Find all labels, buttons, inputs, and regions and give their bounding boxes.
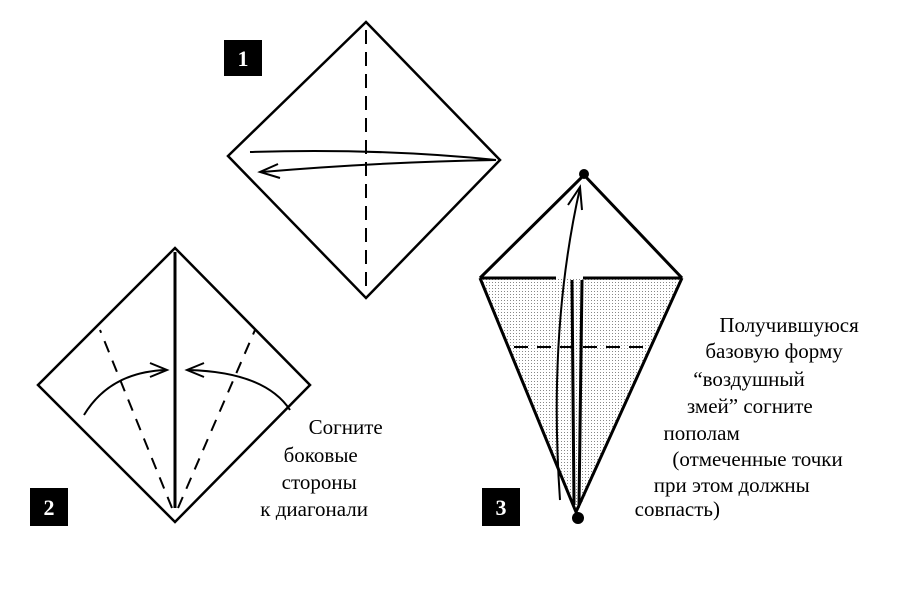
step-3-number: 3 [496, 495, 507, 520]
square-sheet [36, 246, 312, 524]
flap-inner-edge-right [577, 279, 584, 506]
arrow-head-icon [149, 362, 170, 378]
left-fold-arrow [83, 369, 167, 416]
step-2-badge [30, 488, 68, 526]
left-fold-line [99, 329, 173, 509]
step-3: 3 Получившуюся базовую форму “воздушный … [478, 169, 864, 526]
step-2-caption: Согните боковые стороны к диагонали [260, 415, 388, 521]
step-2: 2 Согните боковые стороны к диагонали [30, 246, 388, 526]
fold-arrow [249, 150, 497, 173]
right-fold-line [177, 329, 256, 509]
kite-bottom-edges [478, 277, 684, 516]
step-1: 1 [224, 20, 502, 300]
step-3-badge [482, 488, 520, 526]
arrow-head-icon [567, 184, 583, 211]
right-fold-arrow [187, 369, 291, 411]
step-2-number: 2 [44, 495, 55, 520]
fold-up-arrow [555, 187, 581, 501]
step-1-badge [224, 40, 262, 76]
bottom-marked-point [572, 512, 584, 524]
flap-inner-edge-left [570, 279, 576, 506]
top-marked-point [579, 169, 589, 179]
step-1-number: 1 [238, 46, 249, 71]
step-3-caption: Получившуюся базовую форму “воздушный зм… [635, 313, 864, 521]
arrow-head-icon [184, 362, 205, 378]
square-sheet [226, 20, 502, 300]
arrow-head-icon [257, 163, 281, 179]
